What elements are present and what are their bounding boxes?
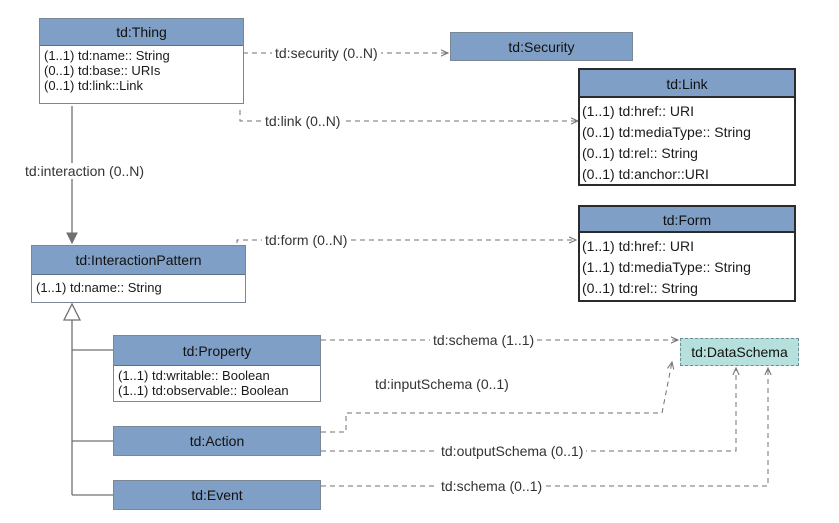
attr-thing-name: (1..1) td:name:: String [44, 48, 170, 63]
attr-interaction-name: (1..1) td:name:: String [36, 280, 162, 295]
class-security-title: td:Security [451, 33, 632, 60]
attr-form-mediatype: (1..1) td:mediaType:: String [582, 259, 751, 275]
class-property[interactable]: td:Property (1..1) td:writable:: Boolean… [113, 335, 321, 402]
class-event-title: td:Event [114, 481, 320, 509]
class-form-attrs: (1..1) td:href:: URI (1..1) td:mediaType… [580, 233, 794, 299]
class-property-title: td:Property [114, 336, 320, 366]
class-action[interactable]: td:Action [113, 426, 321, 456]
label-interaction: td:interaction (0..N) [22, 163, 148, 179]
class-interaction-pattern-title: td:InteractionPattern [32, 246, 245, 275]
class-form[interactable]: td:Form (1..1) td:href:: URI (1..1) td:m… [578, 205, 796, 302]
attr-link-anchor: (0..1) td:anchor::URI [582, 166, 709, 182]
label-form: td:form (0..N) [262, 232, 351, 248]
class-security[interactable]: td:Security [450, 32, 633, 61]
attr-thing-link: (0..1) td:link::Link [44, 78, 143, 93]
class-property-attrs: (1..1) td:writable:: Boolean (1..1) td:o… [114, 366, 320, 398]
attr-link-rel: (0..1) td:rel:: String [582, 145, 698, 161]
attr-property-writable: (1..1) td:writable:: Boolean [118, 368, 270, 383]
class-action-title: td:Action [114, 427, 320, 455]
label-property-schema: td:schema (1..1) [430, 332, 538, 348]
class-link-attrs: (1..1) td:href:: URI (0..1) td:mediaType… [580, 98, 794, 185]
label-output-schema: td:outputSchema (0..1) [438, 443, 587, 459]
class-thing[interactable]: td:Thing (1..1) td:name:: String (0..1) … [39, 18, 244, 104]
edge-form [236, 240, 576, 243]
class-link-title: td:Link [580, 70, 794, 98]
label-event-schema: td:schema (0..1) [438, 478, 546, 494]
label-input-schema: td:inputSchema (0..1) [372, 376, 512, 392]
edge-input-schema [321, 362, 672, 433]
class-link[interactable]: td:Link (1..1) td:href:: URI (0..1) td:m… [578, 68, 796, 186]
class-interaction-pattern[interactable]: td:InteractionPattern (1..1) td:name:: S… [31, 245, 246, 303]
class-thing-attrs: (1..1) td:name:: String (0..1) td:base::… [40, 46, 243, 93]
class-thing-title: td:Thing [40, 19, 243, 46]
class-form-title: td:Form [580, 207, 794, 233]
attr-property-observable: (1..1) td:observable:: Boolean [118, 383, 289, 398]
class-event[interactable]: td:Event [113, 480, 321, 510]
label-link: td:link (0..N) [262, 113, 344, 129]
attr-form-href: (1..1) td:href:: URI [582, 238, 695, 254]
attr-link-mediatype: (0..1) td:mediaType:: String [582, 124, 751, 140]
label-security: td:security (0..N) [272, 45, 381, 61]
class-interaction-pattern-attrs: (1..1) td:name:: String [32, 275, 245, 295]
edge-link [239, 110, 578, 121]
attr-form-rel: (0..1) td:rel:: String [582, 280, 698, 296]
attr-thing-base: (0..1) td:base:: URIs [44, 63, 161, 78]
inheritance-triangle [62, 302, 82, 321]
attr-link-href: (1..1) td:href:: URI [582, 103, 695, 119]
class-data-schema[interactable]: td:DataSchema [680, 338, 799, 366]
